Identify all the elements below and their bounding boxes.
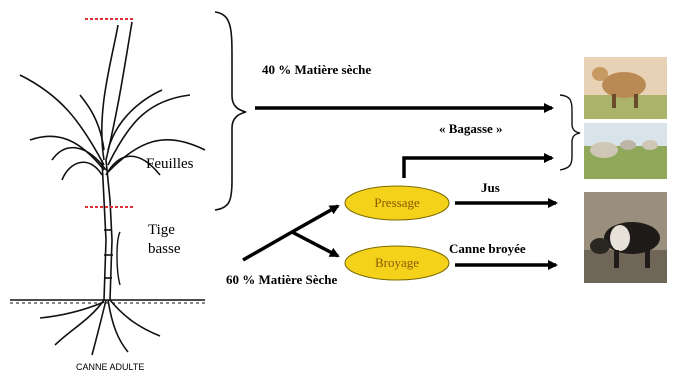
arrow-to-grinding (291, 230, 340, 258)
bagasse-brace (559, 94, 581, 171)
stem-label-line1: Tige (148, 222, 175, 238)
arrow-split-stem (242, 230, 293, 262)
arrow-to-pressing (291, 204, 340, 234)
soil-line (10, 299, 205, 304)
bagasse-label: « Bagasse » (439, 121, 503, 136)
plant-caption: CANNE ADULTE (76, 362, 145, 372)
leaves-label: Feuilles (146, 156, 194, 172)
cattle-photo (584, 123, 667, 179)
grinding-node (344, 245, 450, 281)
pressing-label: Pressage (374, 195, 420, 210)
sugarcane-plant-illustration (19, 21, 206, 356)
dry-matter-40-label: 40 % Matière sèche (262, 62, 372, 77)
sheep-photo (584, 57, 667, 119)
leaves-brace (214, 11, 247, 211)
ground-cane-label: Canne broyée (449, 241, 526, 256)
grinding-label: Broyage (374, 255, 420, 270)
juice-label: Jus (481, 180, 500, 195)
pressing-node (344, 185, 450, 221)
arrow-pressing-to-cattle (402, 153, 554, 178)
pig-photo (584, 192, 667, 283)
stem-brace (116, 231, 121, 286)
dry-matter-60-label: 60 % Matière Sèche (226, 272, 338, 287)
stem-label-line2: basse (148, 241, 181, 257)
